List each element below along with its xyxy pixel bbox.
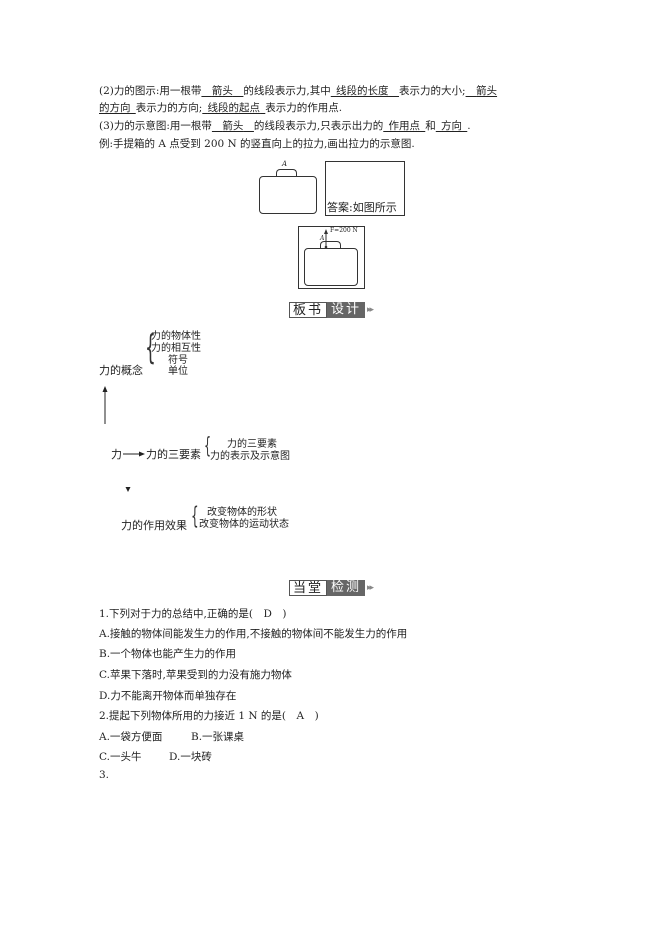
force-root: 力 — [111, 448, 122, 461]
effect-item: 改变物体的运动状态 — [199, 519, 289, 530]
brace-icon: { — [191, 502, 199, 530]
double-arrow-icon: ▸▸ — [367, 583, 374, 593]
example-line: 例:手提箱的 A 点受到 200 N 的竖直向上的拉力,画出拉力的示意图. — [99, 138, 415, 150]
concept-item: 符号 — [168, 355, 188, 366]
text: . — [467, 120, 471, 132]
bag-body — [259, 176, 317, 214]
answer-arrow: 箭头 — [222, 120, 244, 132]
force-figure: F=200 N A — [298, 226, 365, 289]
header-white: 当堂 — [289, 580, 328, 596]
concept-item: 力的相互性 — [151, 343, 201, 354]
text: 表示力的作用点. — [265, 102, 343, 114]
blank-answer: 箭头 — [466, 85, 498, 97]
three-elements-label: 力的三要素 — [146, 448, 201, 461]
text: 表示力的大小; — [399, 85, 466, 97]
q2-option-a: A.一袋方便面 — [99, 731, 163, 743]
q2-option-d: D.一块砖 — [169, 751, 212, 763]
q1-option-a: A.接触的物体间能发生力的作用,不接触的物体间不能发生力的作用 — [99, 628, 408, 640]
blank-answer: 箭头 — [212, 120, 254, 132]
header-dark: 设计 — [327, 302, 366, 318]
q1-option-c: C.苹果下落时,苹果受到的力没有施力物体 — [99, 669, 292, 681]
answer-arrow: 箭头 — [476, 85, 498, 97]
concept-item: 力的物体性 — [151, 331, 201, 342]
effect-item: 改变物体的形状 — [207, 507, 277, 518]
three-item: 力的表示及示意图 — [210, 451, 290, 462]
force-label: F=200 N — [330, 227, 358, 234]
blank-answer: 作用点 — [383, 120, 425, 132]
para2-line2: 的方向 表示力的方向; 线段的起点 表示力的作用点. — [99, 101, 342, 116]
answer-arrow: 箭头 — [211, 85, 233, 97]
point-a-label-2: A — [320, 235, 325, 242]
question-2: 2.提起下列物体所用的力接近 1 N 的是( A ) — [99, 710, 319, 722]
answer-point: 作用点 — [388, 120, 421, 132]
answer-box: 答案:如图所示 — [325, 161, 405, 216]
q2-option-c: C.一头牛 — [99, 751, 142, 763]
three-item: 力的三要素 — [227, 439, 277, 450]
header-dark: 检测 — [327, 580, 366, 596]
text: 表示力的方向; — [135, 102, 203, 114]
answer-start: 线段的起点 — [207, 102, 261, 114]
text: 的线段表示力,只表示出力的 — [253, 120, 384, 132]
answer-text: 答案:如图所示 — [327, 199, 397, 215]
q1-option-d: D.力不能离开物体而单独存在 — [99, 690, 237, 702]
right-arrow-icon — [123, 451, 145, 457]
answer-length: 线段的长度 — [336, 85, 389, 97]
q1-option-b: B.一个物体也能产生力的作用 — [99, 648, 237, 660]
question-1: 1.下列对于力的总结中,正确的是( D ) — [99, 608, 287, 620]
brace-icon: { — [145, 328, 156, 368]
text: (3)力的示意图:用一根带 — [99, 120, 212, 132]
brace-icon: { — [204, 434, 211, 459]
text: 和 — [425, 120, 436, 132]
bag-handle — [276, 169, 297, 177]
blank-answer: 箭头 — [201, 85, 243, 97]
blank-answer: 的方向 — [99, 102, 136, 114]
blank-answer: 方向 — [436, 120, 468, 132]
blank-answer: 线段的长度 — [331, 85, 399, 97]
double-arrow-icon: ▸▸ — [367, 305, 374, 315]
bag-handle-2 — [320, 241, 341, 249]
concept-label: 力的概念 — [99, 364, 143, 377]
effect-label: 力的作用效果 — [121, 519, 187, 532]
up-arrow-icon — [102, 386, 108, 424]
text: (2)力的图示:用一根带 — [99, 85, 202, 97]
text: 的线段表示力,其中 — [243, 85, 331, 97]
para3-line1: (3)力的示意图:用一根带 箭头 的线段表示力,只表示出力的 作用点 和 方向 … — [99, 119, 471, 134]
quiz-header: 当堂检测▸▸ — [289, 580, 374, 596]
point-a-label: A — [282, 160, 288, 168]
header-white: 板书 — [289, 302, 328, 318]
bag-body-2 — [304, 248, 358, 286]
down-arrow-icon — [125, 487, 131, 492]
force-arrow-drawing — [324, 229, 328, 249]
answer-direction: 的方向 — [99, 102, 131, 114]
concept-item: 单位 — [168, 366, 188, 377]
blank-answer: 线段的起点 — [202, 102, 265, 114]
para2-line1: (2)力的图示:用一根带 箭头 的线段表示力,其中 线段的长度 表示力的大小; … — [99, 84, 497, 99]
board-design-header: 板书设计▸▸ — [289, 302, 374, 318]
q2-option-b: B.一张课桌 — [191, 731, 245, 743]
question-3: 3. — [99, 769, 110, 781]
answer-direction: 方向 — [441, 120, 463, 132]
